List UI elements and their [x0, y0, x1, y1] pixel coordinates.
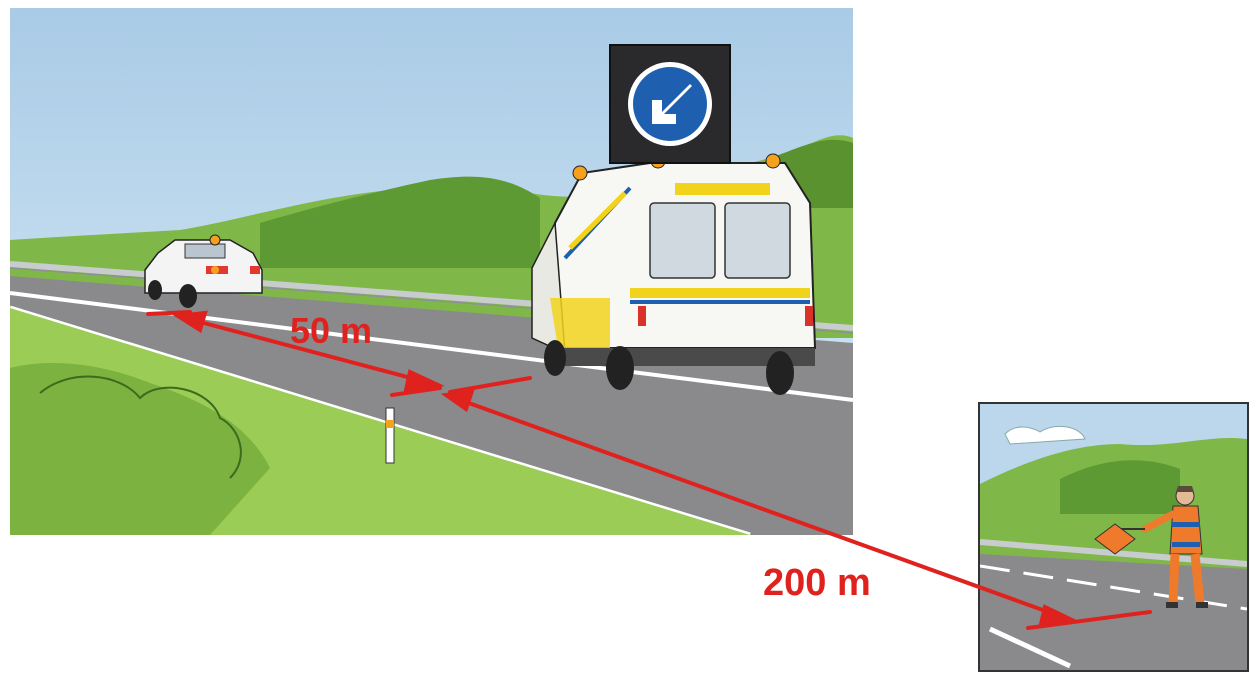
- road-post: [386, 408, 394, 463]
- distance-label-200m: 200 m: [763, 562, 871, 605]
- road-post-reflector: [386, 420, 394, 428]
- main-scene-illustration: [10, 8, 853, 535]
- inset-road: [980, 554, 1247, 670]
- van: [532, 163, 815, 395]
- inset-scene-drawing: [980, 404, 1247, 670]
- inset-scene-illustration: [978, 402, 1249, 672]
- arrow-sign-board: [610, 45, 730, 163]
- main-scene-drawing: [10, 8, 853, 535]
- distance-label-50m: 50 m: [290, 310, 372, 352]
